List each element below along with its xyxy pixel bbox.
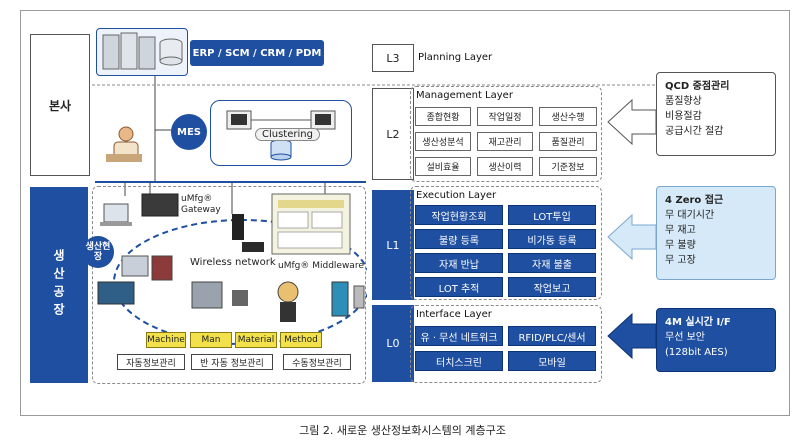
l1-item: 작업현황조회 xyxy=(415,205,503,225)
server-icon xyxy=(102,32,183,70)
layer-l1-area xyxy=(410,186,602,300)
arrow-left-icon xyxy=(607,312,657,360)
wireless-label: Wireless network xyxy=(190,257,276,268)
layer-l1-id: L1 xyxy=(372,190,414,300)
shop-floor-badge: 생산현장 xyxy=(82,236,114,268)
l2-item: 기준정보 xyxy=(539,157,597,176)
layer-l0-id: L0 xyxy=(372,305,414,382)
l2-item: 품질관리 xyxy=(539,132,597,151)
panel-title: QCD 중점관리 xyxy=(665,81,730,92)
panel-title: 4M 실시간 I/F xyxy=(665,317,731,328)
panel-line: (128bit AES) xyxy=(665,347,728,358)
panel-line: 품질향상 xyxy=(665,96,702,107)
l0-item: RFID/PLC/센서 xyxy=(508,326,596,346)
shop-floor-area xyxy=(92,186,366,384)
four-m-material: Material xyxy=(235,332,277,348)
arrow-left-icon xyxy=(607,98,657,146)
four-m-man: Man xyxy=(190,332,232,348)
right-panel-4m: 4M 실시간 I/F 무선 보안 (128bit AES) xyxy=(656,308,776,372)
l1-item: LOT투입 xyxy=(508,205,596,225)
l2-item: 생산성분석 xyxy=(415,132,471,151)
info-auto: 자동정보관리 xyxy=(117,354,185,370)
worker-icon xyxy=(106,126,142,162)
layer-l2-area xyxy=(410,86,602,182)
l1-item: LOT 추적 xyxy=(415,277,503,297)
panel-line: 무선 보안 xyxy=(665,332,705,343)
four-m-machine: Machine xyxy=(146,332,186,348)
l0-item: 모바일 xyxy=(508,351,596,371)
panel-line: 공급시간 절감 xyxy=(665,126,724,137)
panel-line: 무 재고 xyxy=(665,225,696,236)
gateway-label: uMfg® Gateway xyxy=(181,194,221,215)
layer-l2-id: L2 xyxy=(372,88,414,180)
l1-item: 작업보고 xyxy=(508,277,596,297)
l2-item: 생산수행 xyxy=(539,107,597,126)
clustering-label: Clustering xyxy=(255,128,320,141)
l1-item: 비가동 등록 xyxy=(508,229,596,249)
factory-label: 생산공장 xyxy=(30,187,88,383)
layer-l2-title: Management Layer xyxy=(416,90,513,101)
middleware-label: uMfg® Middleware xyxy=(278,261,364,271)
l2-item: 생산이력 xyxy=(477,157,533,176)
l2-item: 재고관리 xyxy=(477,132,533,151)
info-semi-auto: 반 자동 정보관리 xyxy=(191,354,273,370)
right-panel-qcd: QCD 중점관리 품질향상 비용절감 공급시간 절감 xyxy=(656,72,776,156)
layer-l3-title: Planning Layer xyxy=(418,52,493,63)
panel-line: 무 고장 xyxy=(665,255,696,266)
figure-caption: 그림 2. 새로운 생산정보화시스템의 계층구조 xyxy=(299,424,506,437)
l0-item: 터치스크린 xyxy=(415,351,503,371)
erp-scm-crm-pdm-label: ERP / SCM / CRM / PDM xyxy=(190,40,324,66)
l0-item: 유 · 무선 네트워크 xyxy=(415,326,503,346)
panel-line: 비용절감 xyxy=(665,111,702,122)
l2-item: 설비효율 xyxy=(415,157,471,176)
layer-l0-title: Interface Layer xyxy=(416,309,492,320)
four-m-method: Method xyxy=(280,332,322,348)
l1-item: 자재 반납 xyxy=(415,253,503,273)
layer-l3-id: L3 xyxy=(372,44,414,72)
l1-item: 불량 등록 xyxy=(415,229,503,249)
cluster-icon xyxy=(226,110,336,161)
l1-item: 자재 불출 xyxy=(508,253,596,273)
panel-line: 무 대기시간 xyxy=(665,210,715,221)
panel-line: 무 불량 xyxy=(665,240,696,251)
arrows xyxy=(607,98,657,360)
erp-server-group xyxy=(96,28,188,76)
right-panel-4zero: 4 Zero 접근 무 대기시간 무 재고 무 불량 무 고장 xyxy=(656,186,776,280)
mes-badge: MES xyxy=(171,114,207,150)
info-manual: 수동정보관리 xyxy=(283,354,351,370)
arrow-left-icon xyxy=(607,213,657,261)
layer-l1-title: Execution Layer xyxy=(416,190,497,201)
layer-l0-area xyxy=(410,305,602,383)
l2-item: 종합현황 xyxy=(415,107,471,126)
l2-item: 작업일정 xyxy=(477,107,533,126)
hq-label: 본사 xyxy=(30,34,90,176)
panel-title: 4 Zero 접근 xyxy=(665,195,724,206)
